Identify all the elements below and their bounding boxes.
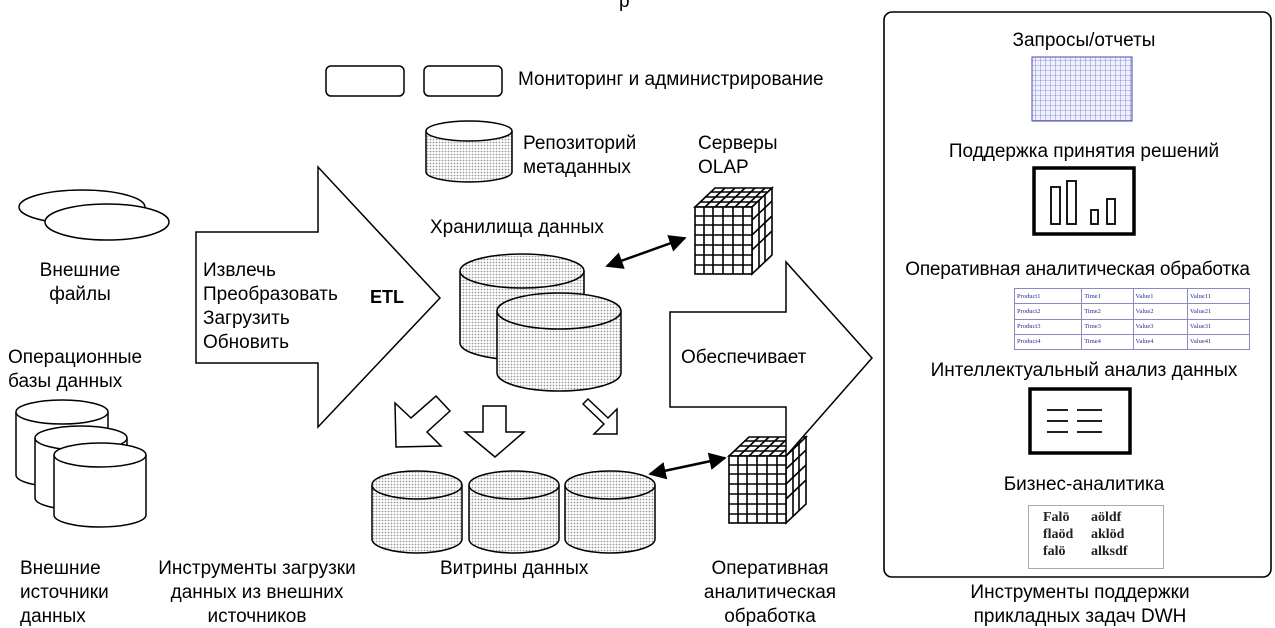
decision-support-chart-icon: [1032, 166, 1136, 236]
datamart-arrows: [394, 394, 618, 458]
data-mining-icon: [1028, 387, 1132, 455]
olap-bottom-label: Оперативная аналитическая обработка: [703, 558, 837, 627]
etl-step: Обновить: [203, 332, 290, 353]
etl-step: Загрузить: [203, 308, 290, 329]
etl-arrow: [195, 165, 442, 429]
double-arrow-bottom: [648, 452, 727, 480]
etl-step: Извлечь: [203, 260, 276, 281]
monitoring-box-2: [423, 65, 503, 97]
olap-cube-top: [692, 186, 775, 276]
monitoring-label: Мониторинг и администрирование: [518, 69, 824, 90]
title-fragment: р: [619, 0, 630, 12]
panel-bi-label: Бизнес-аналитика: [1003, 474, 1165, 495]
etl-step: Преобразовать: [203, 284, 338, 305]
provides-label: Обеспечивает: [681, 347, 807, 368]
olap-cube-bottom: [726, 435, 809, 525]
panel-queries-label: Запросы/отчеты: [1012, 30, 1156, 51]
operational-db-icon: [15, 399, 147, 528]
panel-datamining-label: Интеллектуальный анализ данных: [930, 360, 1238, 381]
datamart-cylinders: [371, 470, 656, 554]
external-files-icon: [18, 189, 170, 241]
dwh-tools-label: Инструменты поддержки прикладных задач D…: [970, 582, 1190, 627]
queries-grid-icon: [1031, 56, 1133, 122]
panel-olap-label: Оперативная аналитическая обработка: [905, 259, 1250, 280]
load-tools-label: Инструменты загрузки данных из внешних и…: [158, 558, 356, 627]
provides-arrow: [669, 260, 874, 458]
data-warehouse-cylinders: [459, 253, 622, 392]
panel-decision-label: Поддержка принятия решений: [948, 141, 1220, 162]
external-sources-label: Внешние источники данных: [20, 558, 109, 627]
etl-label: ETL: [370, 287, 404, 307]
metadata-repository-cylinder: [425, 120, 513, 183]
double-arrow-top: [605, 235, 687, 269]
monitoring-box-1: [325, 65, 405, 97]
etl-steps: Извлечь Преобразовать Загрузить Обновить: [203, 259, 338, 355]
dwh-label: Хранилища данных: [430, 217, 604, 238]
datamarts-label: Витрины данных: [440, 558, 589, 579]
